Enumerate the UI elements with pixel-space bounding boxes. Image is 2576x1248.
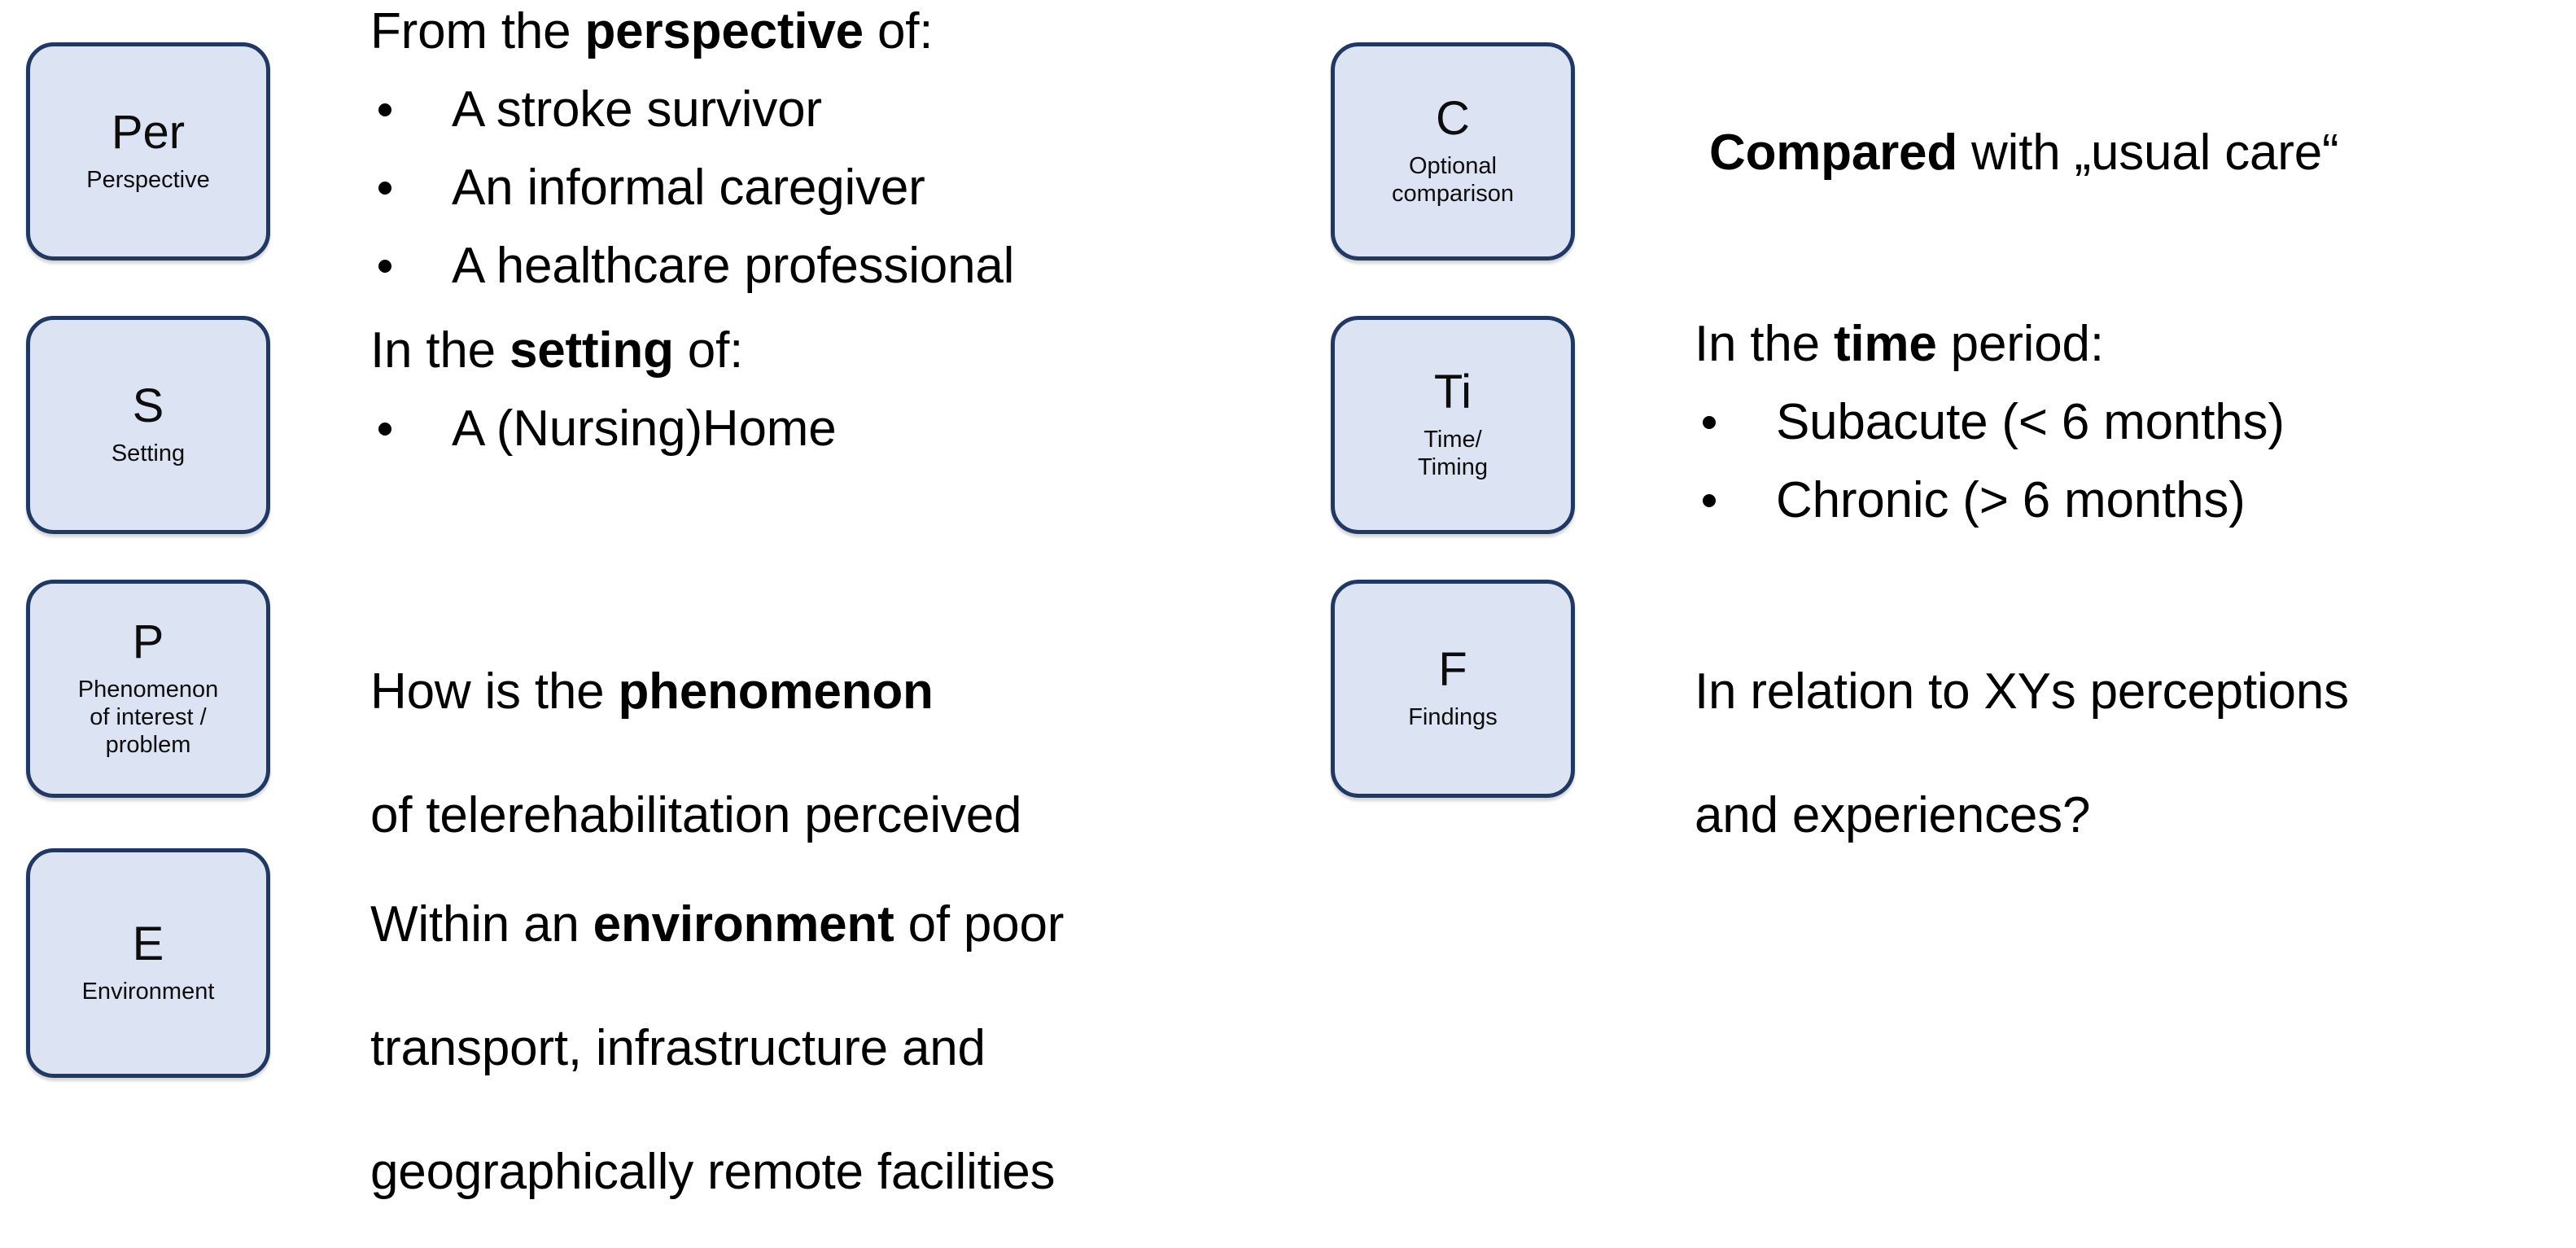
comparison-lead: Compared with „usual care“ — [1709, 125, 2339, 181]
box-phenomenon: P Phenomenon of interest / problem — [26, 580, 270, 798]
time-lead-prefix: In the — [1695, 316, 1834, 372]
time-lead: In the time period: — [1695, 319, 2285, 370]
perspective-lead: From the perspective of: — [370, 7, 1014, 57]
bullet-label: Subacute (< 6 months) — [1776, 394, 2285, 450]
bullet-label: A (Nursing)Home — [452, 401, 837, 457]
bullet-label: Chronic (> 6 months) — [1776, 472, 2246, 528]
list-item: Subacute (< 6 months) — [1695, 397, 2285, 448]
environment-line1-prefix: Within an — [370, 896, 593, 952]
time-bullet-list: Subacute (< 6 months) Chronic (> 6 month… — [1695, 397, 2285, 526]
box-code-per: Per — [111, 105, 186, 159]
box-comparison: C Optional comparison — [1331, 42, 1575, 261]
findings-line-1: In relation to XYs perceptions — [1695, 663, 2349, 720]
box-code-p: P — [132, 615, 164, 668]
list-item: An informal caregiver — [370, 163, 1014, 213]
perspective-text-block: From the perspective of: A stroke surviv… — [370, 7, 1014, 291]
list-item: A stroke survivor — [370, 85, 1014, 135]
bullet-label: A healthcare professional — [452, 238, 1015, 294]
setting-text-block: In the setting of: A (Nursing)Home — [370, 326, 837, 457]
box-code-ti: Ti — [1433, 365, 1472, 418]
bullet-dot-icon — [1703, 494, 1716, 507]
box-findings: F Findings — [1331, 580, 1575, 798]
setting-lead: In the setting of: — [370, 326, 836, 376]
box-code-s: S — [132, 379, 164, 432]
box-environment: E Environment — [26, 848, 270, 1078]
phenomenon-line1-prefix: How is the — [370, 663, 619, 720]
box-sub-p: Phenomenon of interest / problem — [77, 676, 219, 759]
bullet-dot-icon — [378, 260, 391, 273]
box-sub-e: Environment — [81, 978, 215, 1005]
phenomenon-line1-bold: phenomenon — [618, 663, 934, 720]
phenomenon-line-1: How is the phenomenon — [370, 667, 1021, 717]
box-sub-c: Optional comparison — [1392, 152, 1514, 207]
box-sub-f: Findings — [1408, 703, 1498, 730]
perspective-lead-suffix: of: — [863, 3, 934, 59]
phenomenon-text-block: How is the phenomenon of telerehabilitat… — [370, 616, 1022, 891]
phenomenon-line-2: of telerehabilitation perceived — [370, 787, 1022, 843]
comparison-lead-suffix: with „usual care“ — [1957, 125, 2339, 181]
bullet-label: An informal caregiver — [452, 160, 925, 216]
box-sub-ti: Time/ Timing — [1418, 426, 1488, 480]
bullet-dot-icon — [378, 182, 391, 195]
environment-text-block: Within an environment of poor transport,… — [370, 849, 1064, 1248]
setting-lead-bold: setting — [509, 322, 674, 379]
box-setting: S Setting — [26, 316, 270, 534]
box-perspective: Per Perspective — [26, 42, 270, 261]
bullet-label: A stroke survivor — [452, 81, 822, 138]
perspective-lead-prefix: From the — [370, 3, 585, 59]
box-code-c: C — [1436, 91, 1470, 145]
list-item: Chronic (> 6 months) — [1695, 475, 2285, 526]
list-item: A (Nursing)Home — [370, 401, 837, 457]
box-sub-s: Setting — [111, 440, 186, 466]
box-time: Ti Time/ Timing — [1331, 316, 1575, 534]
environment-line-1: Within an environment of poor — [370, 900, 1064, 950]
perspective-bullet-list: A stroke survivor An informal caregiver … — [370, 85, 1014, 291]
perspective-lead-bold: perspective — [584, 3, 864, 59]
time-lead-bold: time — [1833, 316, 1937, 372]
findings-line-2: and experiences? — [1695, 787, 2091, 843]
findings-text-block: In relation to XYs perceptions and exper… — [1695, 616, 2349, 891]
environment-line-3: geographically remote facilities — [370, 1144, 1056, 1200]
box-sub-per: Perspective — [86, 166, 210, 193]
comparison-lead-bold: Compared — [1709, 125, 1958, 181]
box-code-e: E — [132, 917, 164, 970]
setting-bullet-list: A (Nursing)Home — [370, 401, 837, 457]
bullet-dot-icon — [378, 423, 391, 436]
comparison-text-block: Compared with „usual care“ — [1709, 125, 2339, 181]
environment-line1-bold: environment — [593, 896, 894, 952]
time-lead-suffix: period: — [1936, 316, 2104, 372]
setting-lead-suffix: of: — [673, 322, 744, 379]
environment-line-2: transport, infrastructure and — [370, 1020, 986, 1076]
box-code-f: F — [1438, 642, 1467, 696]
environment-line1-suffix: of poor — [894, 896, 1065, 952]
time-text-block: In the time period: Subacute (< 6 months… — [1695, 319, 2285, 526]
bullet-dot-icon — [378, 103, 391, 116]
bullet-dot-icon — [1703, 416, 1716, 429]
list-item: A healthcare professional — [370, 241, 1014, 291]
setting-lead-prefix: In the — [370, 322, 510, 379]
